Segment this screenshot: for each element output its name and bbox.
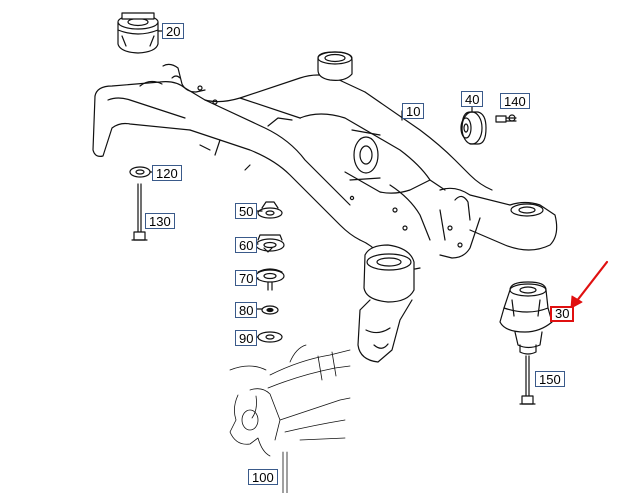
bolt-150-drawing xyxy=(519,355,536,405)
callout-90[interactable]: 90 xyxy=(235,330,258,346)
callout-10[interactable]: 10 xyxy=(402,103,425,119)
subframe-10-drawing xyxy=(92,51,558,363)
carrier-100-drawing xyxy=(229,344,351,494)
callout-40[interactable]: 40 xyxy=(461,91,484,107)
mount-30-drawing xyxy=(499,281,553,355)
callout-100[interactable]: 100 xyxy=(248,469,278,485)
callout-70[interactable]: 70 xyxy=(235,270,258,286)
callout-50[interactable]: 50 xyxy=(235,203,258,219)
callout-20[interactable]: 20 xyxy=(162,23,185,39)
callout-140[interactable]: 140 xyxy=(500,93,530,109)
callout-120[interactable]: 120 xyxy=(152,165,182,181)
callout-150[interactable]: 150 xyxy=(535,371,565,387)
bolt-140-drawing xyxy=(495,114,517,123)
callout-130[interactable]: 130 xyxy=(145,213,175,229)
callout-80[interactable]: 80 xyxy=(235,302,258,318)
bolt-130-drawing xyxy=(131,183,148,241)
bushing-40-drawing xyxy=(460,111,487,145)
washer-120-drawing xyxy=(129,166,151,178)
hardware-stack-drawing xyxy=(255,201,285,343)
highlight-arrow xyxy=(570,260,609,309)
bushing-20-drawing xyxy=(117,12,159,54)
callout-60[interactable]: 60 xyxy=(235,237,258,253)
callout-30[interactable]: 30 xyxy=(550,306,575,322)
